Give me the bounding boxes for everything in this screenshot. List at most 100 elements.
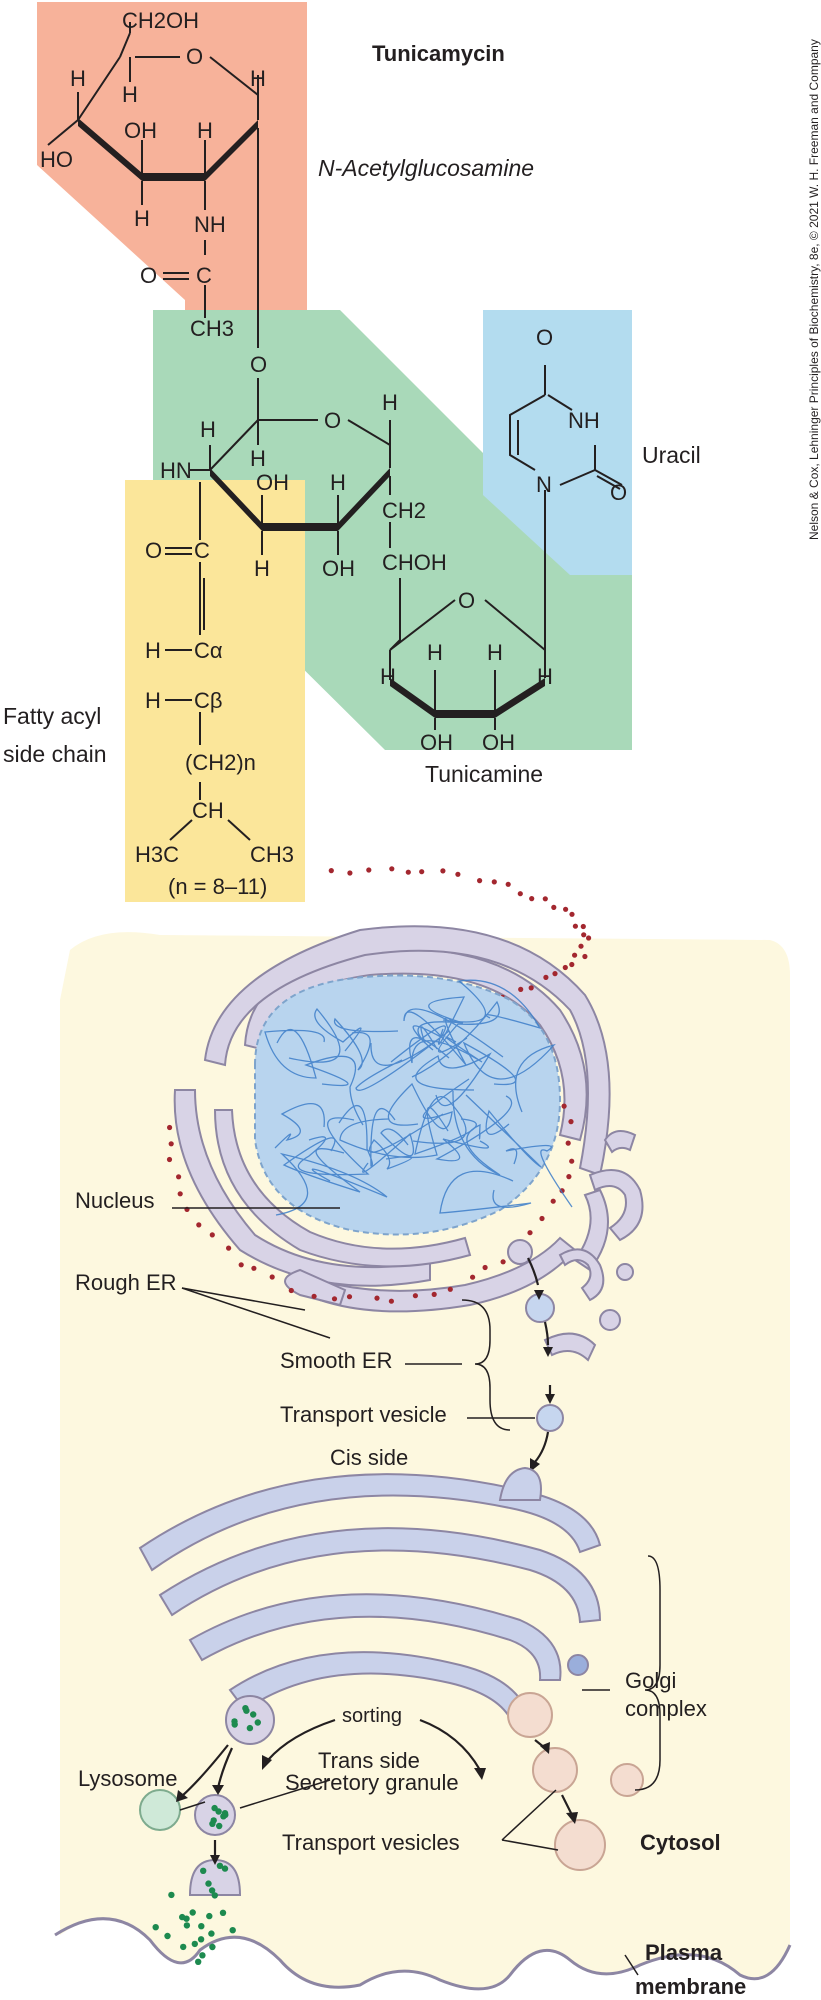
atom-calpha: Cα [194,638,223,663]
secretory-granule [194,1794,236,1836]
ribosome-dot [412,1293,418,1299]
label-cytosol: Cytosol [640,1830,721,1855]
chromatin-fiber [462,1041,556,1113]
ribosome-dot [251,1265,257,1271]
ribosome-dot [563,906,569,912]
fatty-label-line1: Fatty acyl [3,703,101,729]
ribosome-dot [331,1296,338,1302]
transport-vesicle-a [532,1747,578,1793]
atom-ch: CH [192,798,224,823]
chromatin-fiber [439,1170,532,1214]
fatty-label-line2: side chain [3,741,107,767]
chromatin-fiber [355,1030,450,1091]
chromatin-fiber [411,1000,500,1078]
secretory-dot [200,1867,207,1875]
chromatin-fiber [282,1137,361,1193]
ribosome-dot [527,1230,533,1236]
tunicamycin-structure: Tunicamycin N-Acetylglucosamine Uracil T… [3,2,821,902]
label-plasma-line2: membrane [635,1974,746,1999]
secretory-dot [219,1909,227,1917]
atom-oh4: OH [420,730,453,755]
ribosome-dot [539,1215,545,1222]
secretory-dot [211,1892,218,1899]
atom-h13: H [487,640,503,665]
label-trans-side: Trans side [318,1748,420,1773]
secretory-dot [209,1943,216,1951]
atom-ho: HO [40,147,73,172]
ribosome-dot [518,986,524,993]
atom-h3: H [122,82,138,107]
secretory-dot [216,1862,224,1870]
ribosome-dot [552,971,558,977]
secretory-dot [208,1930,215,1937]
label-rough-er: Rough ER [75,1270,177,1295]
ribosome-dot [569,911,575,917]
secretory-dot [191,1940,198,1948]
atom-ch2-link: CH2 [382,498,426,523]
chromatin-fiber [452,1090,501,1176]
ribosome-dot [405,869,411,875]
atom-oh1: OH [124,118,157,143]
atom-chohlink: CHOH [382,550,447,575]
atom-ch3-right: CH3 [250,842,294,867]
ribosome-dot [543,974,549,981]
chromatin-fiber [417,996,466,1051]
label-transport-vesicle: Transport vesicle [280,1402,447,1427]
leader-lines [172,1207,661,1976]
nag-label: N-Acetylglucosamine [318,155,534,181]
ribosome-dot [226,1245,232,1251]
atom-oh5: OH [482,730,515,755]
ribosome-dot [565,1140,571,1146]
atom-h4: H [197,118,213,143]
ribosome-dot [517,891,523,897]
ribosome-dot [388,1298,394,1304]
ribosome-dot [347,870,353,876]
atom-h11: H [380,664,396,689]
atom-h6: H [200,417,216,442]
secretory-dot [198,1923,205,1930]
ribosome-dot [581,932,587,938]
ribosome-dot [505,881,511,887]
process-arrows [176,1718,578,1865]
ribosome-dot [582,953,588,960]
ribosome-dot [470,1274,476,1280]
uracil-ring [509,365,623,505]
secretory-dot [197,1936,205,1943]
ribosome-dot [346,1294,353,1300]
ribosome-dot [447,1286,453,1292]
chromatin-fiber [465,1094,542,1168]
label-smooth-er: Smooth ER [280,1348,393,1373]
ribosome-dot [568,1119,574,1125]
cell-diagram: Nucleus Rough ER Smooth ER Transport ves… [54,866,792,1999]
atom-oh2: OH [256,470,289,495]
ribosome-dot [580,923,586,930]
atom-h8: H [382,390,398,415]
atom-uracil-o1: O [536,325,553,350]
chromatin-fiber [264,1029,325,1079]
secretory-dot [199,1952,206,1959]
atom-uracil-nh: NH [568,408,600,433]
secretory-dot [179,1913,186,1921]
label-transport-vesicles: Transport vesicles [282,1830,460,1855]
atom-h10: H [254,556,270,581]
nag-ring [47,22,259,348]
atom-ring-o2: O [324,408,341,433]
atom-h3c: H3C [135,842,179,867]
chromatin-fiber [505,1144,573,1208]
secretory-dot [208,1887,216,1894]
chromatin-fiber [387,1078,470,1130]
label-secretory-granule: Secretory granule [285,1770,459,1795]
chromatin-fiber [435,1095,513,1162]
atom-o-carbonyl: O [140,263,157,288]
atom-uracil-n: N [536,472,552,497]
ribosome-dot [569,961,575,968]
secretory-dot [220,1813,227,1820]
ribosome-dot [176,1174,182,1180]
atom-nh: NH [194,212,226,237]
ribosome-dot [528,985,534,991]
ribosome-dot [419,869,425,875]
tunicamine-label: Tunicamine [425,761,543,787]
ribosome-dot [440,868,446,874]
ribosome-dot [572,923,579,929]
atom-fatty-o: O [145,538,162,563]
